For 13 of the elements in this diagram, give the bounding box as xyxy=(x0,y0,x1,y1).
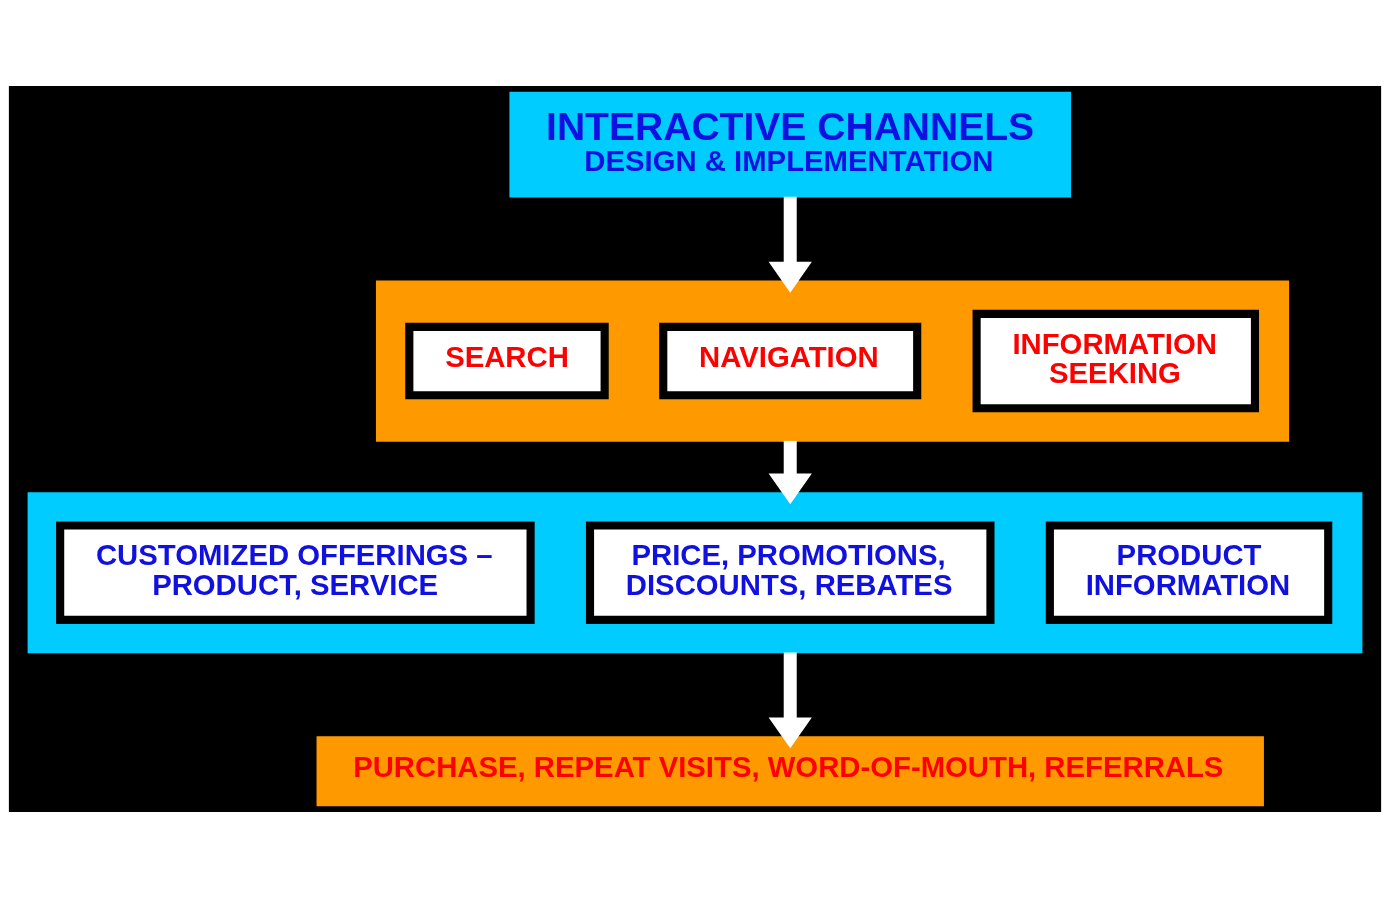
node-box: PRICE, PROMOTIONS, DISCOUNTS, REBATES xyxy=(585,521,995,624)
arrow xyxy=(768,652,812,749)
node-box: PURCHASE, REPEAT VISITS, WORD-OF-MOUTH, REFERRALS xyxy=(316,736,1264,807)
node-box: INTERACTIVE CHANNELS DESIGN & IMPLEMENTATION xyxy=(509,91,1072,198)
node-box: NAVIGATION xyxy=(659,322,922,400)
node-box: SEARCH xyxy=(405,322,609,400)
arrow xyxy=(768,440,812,505)
node-box: CUSTOMIZED OFFERINGS – PRODUCT, SERVICE xyxy=(56,521,535,624)
cluster xyxy=(375,280,1290,442)
node-box: PRODUCT INFORMATION xyxy=(1045,521,1333,624)
arrow xyxy=(768,196,812,293)
node-box: INFORMATION SEEKING xyxy=(972,309,1260,413)
cluster xyxy=(27,492,1363,654)
